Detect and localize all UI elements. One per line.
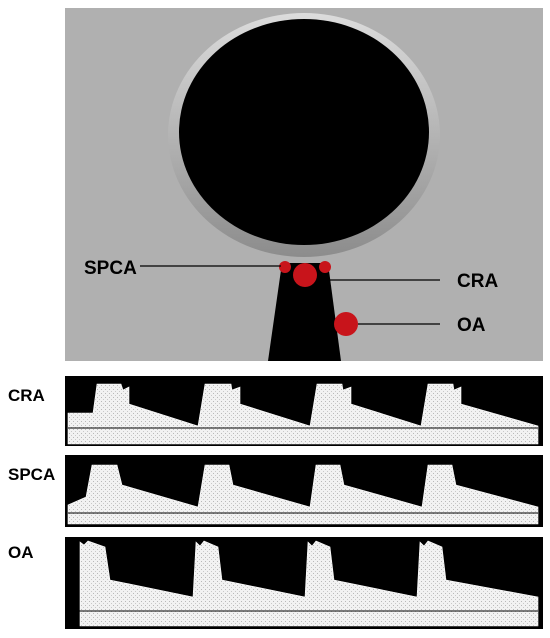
spca-label: SPCA <box>84 258 137 279</box>
optic-nerve <box>268 263 341 361</box>
oa-waveform-strip <box>65 537 543 629</box>
cra-label: CRA <box>457 271 498 292</box>
spca-waveform <box>67 464 539 525</box>
cra-waveform-strip <box>65 376 543 446</box>
cra-waveform <box>67 383 539 445</box>
oa-vessel <box>334 312 358 336</box>
oa-label: OA <box>457 315 486 336</box>
cra-row-label: CRA <box>8 386 45 405</box>
spca-vessel-right <box>319 261 331 273</box>
spca-waveform-strip <box>65 455 543 527</box>
oa-waveform <box>79 540 539 627</box>
spca-vessel-left <box>279 261 291 273</box>
eyeball <box>179 19 429 245</box>
cra-vessel <box>293 263 317 287</box>
spca-row-label: SPCA <box>8 465 55 484</box>
oa-row-label: OA <box>8 543 34 562</box>
